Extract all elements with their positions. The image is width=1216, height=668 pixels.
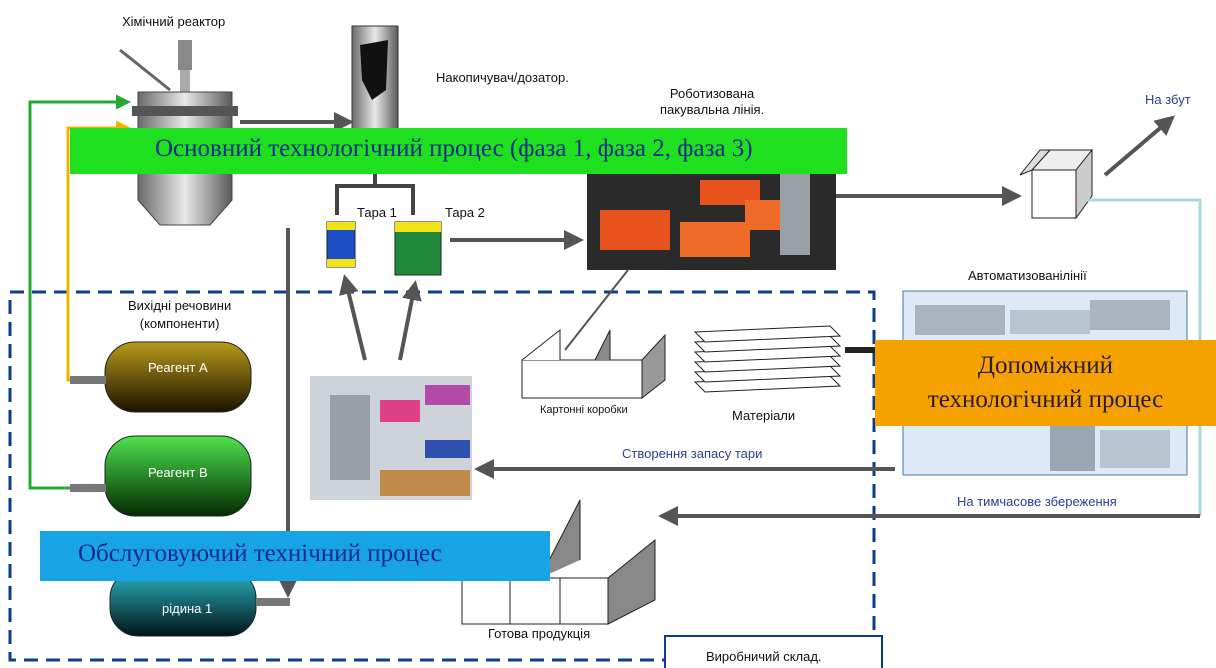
finished-products-icon: [461, 499, 656, 625]
warehouse-label-box: Виробничий склад.: [664, 635, 883, 668]
reagent-a-tank: [104, 341, 252, 413]
packing-line-label: Роботизована пакувальна лінія.: [660, 86, 765, 117]
service-process-title: Обслуговуючий технічний процес: [78, 540, 442, 567]
reagent-b-label: Реагент В: [148, 465, 208, 480]
automated-lines-label: Автоматизованілінії: [968, 268, 1087, 283]
main-process-title: Основний технологічний процес (фаза 1, ф…: [155, 135, 753, 162]
materials-stack-icon: [693, 325, 842, 393]
create-tara-stock-label: Створення запасу тари: [622, 446, 763, 461]
auxiliary-process-title-line1: Допоміжний: [977, 352, 1114, 379]
cardboard-boxes-label: Картонні коробки: [540, 404, 628, 416]
shipping-box-icon: [1019, 148, 1094, 220]
cardboard-boxes-icon: [521, 328, 666, 400]
reagent-b-feed-line: [28, 94, 131, 490]
auxiliary-process-title-line2: технологічний процес: [927, 386, 1164, 413]
temp-storage-label: На тимчасове збереження: [957, 494, 1117, 509]
robot-warehouse-image: [310, 376, 472, 500]
reagent-b-tank: [104, 435, 252, 517]
service-process-banner: Обслуговуючий технічний процес: [40, 531, 550, 581]
reactor-label: Хімічний реактор: [122, 14, 226, 29]
reagent-a-label: Реагент А: [148, 360, 208, 375]
accumulator-label: Накопичувач/дозатор.: [436, 70, 569, 85]
main-process-banner: Основний технологічний процес (фаза 1, ф…: [70, 128, 847, 174]
packing-line-image: [587, 160, 836, 270]
warehouse-label: Виробничий склад.: [706, 649, 822, 664]
warehouse-dashed-border: [8, 290, 876, 662]
for-sale-label: На збут: [1145, 92, 1191, 107]
tara-2-label: Тара 2: [445, 205, 485, 220]
liquid-1-label: рідина 1: [162, 601, 213, 616]
tara-1-label: Тара 1: [357, 205, 397, 220]
auxiliary-process-banner: Допоміжний технологічний процес: [875, 340, 1216, 426]
source-substances-label: Вихідні речовини (компоненти): [128, 298, 232, 331]
finished-products-label: Готова продукція: [488, 626, 591, 641]
materials-label: Матеріали: [732, 408, 796, 423]
